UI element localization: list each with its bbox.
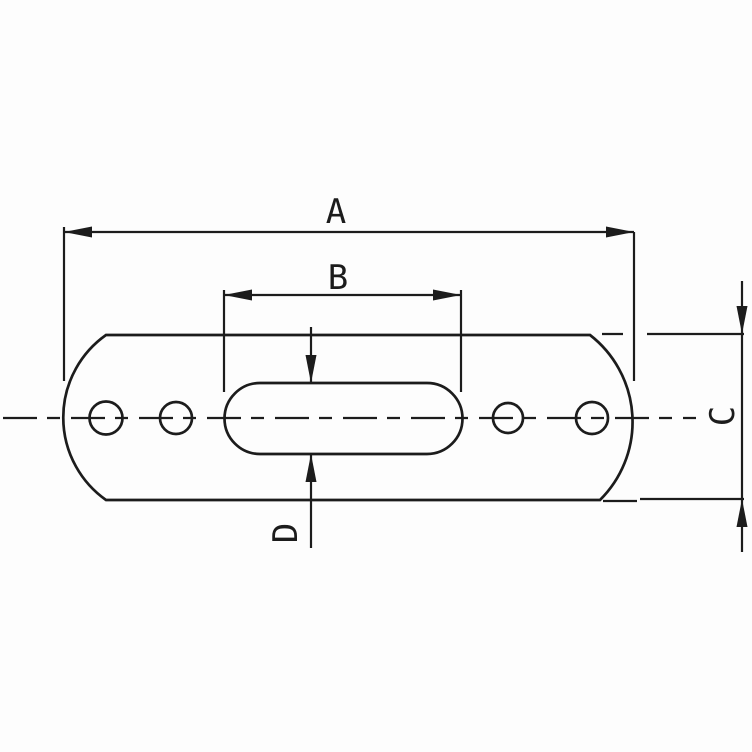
dim-c-label: C (703, 406, 743, 426)
dimension-c: C (602, 281, 748, 552)
hole-2 (158, 400, 194, 436)
dimension-d: D (266, 327, 317, 548)
hole-3 (491, 401, 525, 435)
dim-c-arrow-down (736, 306, 748, 334)
dim-b-label: B (328, 258, 348, 298)
hole-1 (88, 400, 124, 436)
dim-b-arrow-left (224, 289, 252, 301)
dim-c-arrow-up (736, 499, 748, 527)
dim-d-arrow-up (305, 454, 317, 482)
dim-d-arrow-down (305, 355, 317, 383)
plate-outline (61, 333, 634, 502)
dimension-a: A (62, 192, 636, 381)
dim-a-arrow-left (64, 226, 92, 238)
slot-outline (223, 381, 464, 456)
dim-d-label: D (266, 523, 306, 543)
dim-a-arrow-right (606, 226, 634, 238)
dim-b-arrow-right (433, 289, 461, 301)
dimension-b: B (222, 258, 463, 392)
hole-4 (574, 400, 610, 436)
dim-a-label: A (326, 192, 346, 232)
